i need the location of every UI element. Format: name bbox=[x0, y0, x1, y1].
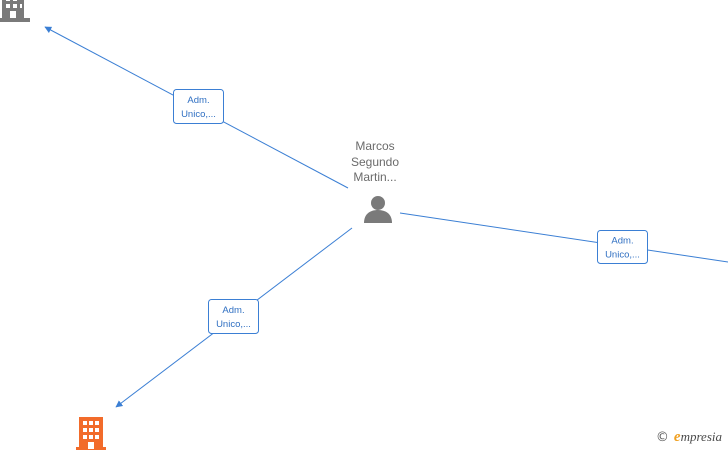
building-icon[interactable] bbox=[76, 417, 106, 450]
edge-label-line-1: Adm. bbox=[611, 236, 633, 247]
edge-label-box bbox=[173, 89, 224, 124]
brand-initial: e bbox=[673, 429, 681, 445]
node-name-line-1: Marcos bbox=[355, 139, 395, 153]
brand-logo: empresia bbox=[674, 429, 722, 446]
edge-label-box bbox=[597, 230, 648, 264]
edge-top-left: Adm. Unico,... bbox=[44, 26, 349, 189]
edge-label-line-1: Adm. bbox=[187, 95, 209, 106]
copyright-icon: © bbox=[655, 430, 669, 445]
edge-label-box bbox=[208, 299, 259, 334]
empresia-watermark: © empresia bbox=[656, 429, 722, 446]
edge-label-line-2: Unico,... bbox=[181, 109, 216, 120]
edge-label-line-2: Unico,... bbox=[605, 250, 640, 261]
edge-right: Adm. Unico,... bbox=[399, 212, 728, 264]
node-name-line-2: Segundo bbox=[350, 154, 400, 169]
edge-line bbox=[399, 212, 728, 263]
edge-bottom-left: Adm. Unico,... bbox=[115, 227, 353, 408]
edge-label-line-1: Adm. bbox=[222, 305, 244, 316]
edge-label-line-2: Unico,... bbox=[216, 319, 251, 330]
center-node-name[interactable]: Marcos Segundo Martin... bbox=[335, 139, 415, 186]
building-icon[interactable] bbox=[0, 0, 30, 22]
person-icon[interactable] bbox=[364, 196, 392, 223]
edge-label-top-left[interactable]: Adm. Unico,... bbox=[173, 89, 224, 124]
brand-rest: mpresia bbox=[680, 429, 722, 444]
edge-label-right[interactable]: Adm. Unico,... bbox=[597, 230, 648, 264]
edge-label-bottom-left[interactable]: Adm. Unico,... bbox=[208, 299, 259, 334]
node-name-line-3: Martin... bbox=[353, 170, 397, 184]
